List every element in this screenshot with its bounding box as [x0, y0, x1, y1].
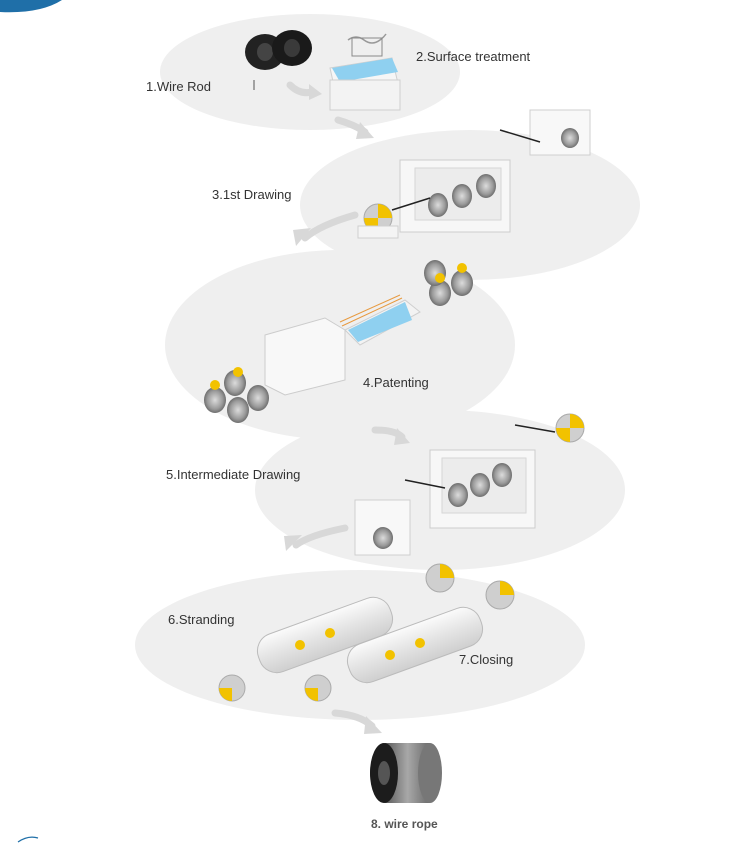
flow-arrow-head — [293, 228, 311, 246]
flow-arrow-head — [394, 428, 410, 445]
corner-mark-icon — [17, 836, 39, 843]
stranding-machine-icon — [218, 563, 515, 702]
step-8-label: 8. wire rope — [371, 817, 438, 831]
flow-arrow-head — [364, 716, 382, 734]
corner-logo-icon — [0, 0, 62, 13]
wire-rod-coil-icon — [245, 30, 312, 70]
flow-arrow-head — [284, 535, 302, 551]
step-6-label: 6.Stranding — [168, 612, 235, 627]
acid-bath-icon — [329, 33, 401, 111]
flow-arrow-head — [309, 84, 322, 100]
drawing-machine-icon — [357, 109, 591, 239]
flow-arrow-icon — [301, 211, 359, 242]
wire-rope-reel-icon — [370, 743, 442, 803]
blob-stage-1-2 — [160, 14, 460, 130]
flow-arrow-icon — [292, 524, 349, 549]
drawing-machine-icon — [354, 413, 585, 556]
step-5-label: 5.Intermediate Drawing — [166, 467, 301, 482]
step-3-label: 3.1st Drawing — [212, 187, 292, 202]
furnace-icon — [204, 260, 473, 423]
step-2-label: 2.Surface treatment — [416, 49, 531, 64]
step-7-label: 7.Closing — [459, 652, 514, 667]
flow-arrow-head — [356, 122, 374, 139]
step-4-label: 4.Patenting — [363, 375, 429, 390]
step-1-label: 1.Wire Rod — [146, 79, 212, 94]
